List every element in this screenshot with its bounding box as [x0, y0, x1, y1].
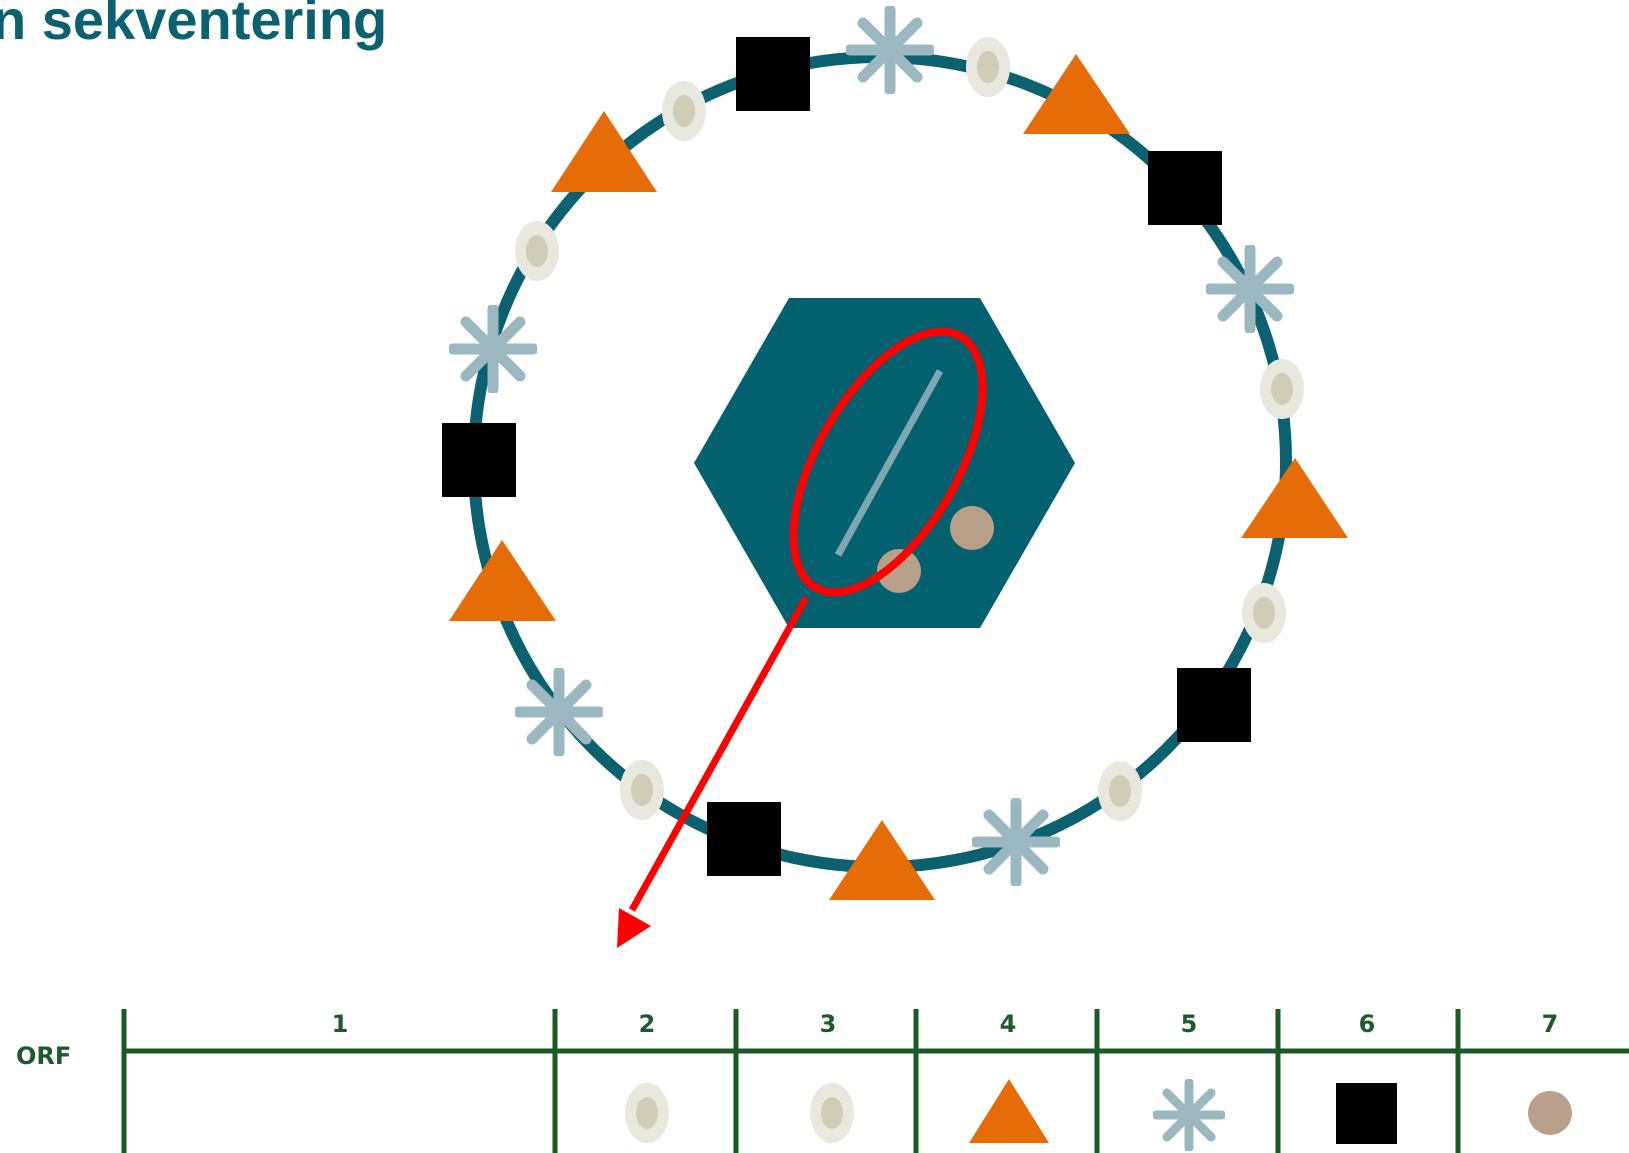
ribosome-dot — [950, 506, 994, 550]
star-symbol — [850, 10, 930, 90]
oval-symbol — [620, 760, 664, 820]
orf-column-header: 4 — [1000, 1010, 1017, 1038]
slide-title: n sekventering — [0, 0, 388, 51]
orf-column-header: 7 — [1542, 1010, 1559, 1038]
orf-column-header: 2 — [639, 1010, 656, 1038]
oval-symbol — [966, 37, 1010, 97]
highlight-arrowhead — [617, 908, 651, 948]
triangle-symbol — [1241, 458, 1348, 538]
triangle-symbol — [449, 540, 556, 621]
dot-symbol — [1528, 1091, 1572, 1135]
ribosome-dot — [877, 549, 921, 593]
oval-symbol — [625, 1083, 669, 1143]
star-symbol — [1210, 249, 1290, 329]
triangle-symbol — [829, 820, 935, 900]
triangle-symbol — [969, 1079, 1049, 1143]
square-symbol — [1148, 151, 1222, 225]
orf-table: ORF 1 2 3 4 5 6 7 — [16, 1009, 1629, 1153]
square-symbol — [442, 423, 516, 497]
star-symbol — [976, 802, 1056, 882]
star-symbol — [519, 672, 599, 752]
orf-column-header: 6 — [1359, 1010, 1376, 1038]
oval-symbol — [1260, 359, 1304, 419]
oval-symbol — [810, 1083, 854, 1143]
oval-symbol — [515, 221, 559, 281]
square-symbol — [736, 37, 810, 111]
triangle-symbol — [551, 111, 657, 192]
square-symbol — [1336, 1083, 1397, 1144]
square-symbol — [707, 802, 781, 876]
chromosome-fragment — [834, 369, 944, 557]
oval-symbol — [1098, 761, 1142, 821]
oval-symbol — [1242, 583, 1286, 643]
orf-column-header: 1 — [332, 1010, 349, 1038]
highlight-arrow-shaft — [628, 596, 810, 912]
star-symbol — [453, 309, 533, 389]
highlight-ellipse — [789, 327, 987, 597]
triangle-symbol — [1023, 54, 1130, 134]
orf-column-header: 5 — [1181, 1010, 1198, 1038]
square-symbol — [1177, 668, 1251, 742]
oval-symbol — [662, 81, 706, 141]
star-symbol — [1156, 1082, 1221, 1147]
ring-symbols — [442, 10, 1348, 900]
orf-row-label: ORF — [16, 1042, 71, 1070]
orf-column-header: 3 — [820, 1010, 837, 1038]
